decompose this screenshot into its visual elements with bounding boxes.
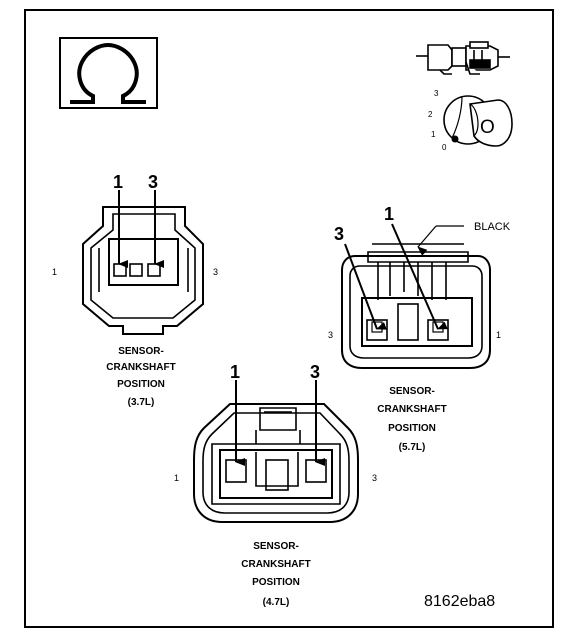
ignition-pos-3: 3 xyxy=(434,89,439,98)
ignition-pos-0: 0 xyxy=(442,143,447,152)
callout-4-7l-pin-1: 1 xyxy=(230,362,240,382)
side-label-4-7l-right: 3 xyxy=(372,473,377,483)
figure-id: 8162eba8 xyxy=(424,593,495,610)
callout-4-7l-pin-3: 3 xyxy=(310,362,320,382)
caption-3-7l-line-3: POSITION xyxy=(117,379,165,390)
ignition-key-switch-icon: 3 2 1 0 O xyxy=(428,89,513,152)
connector-3-7l: 1 3 1 3 SENSOR- CRANKSHAFT POSITION (3.7… xyxy=(52,172,218,408)
callout-5-7l-pin-1: 1 xyxy=(384,204,394,224)
caption-4-7l-line-3: POSITION xyxy=(252,577,300,588)
connector-color-label: BLACK xyxy=(474,221,511,233)
side-label-3-7l-left: 1 xyxy=(52,267,57,277)
side-label-5-7l-left: 3 xyxy=(328,330,333,340)
connector-3-7l-outer-shell xyxy=(82,206,204,335)
callout-3-7l-pin-1: 1 xyxy=(113,172,123,192)
side-label-3-7l-right: 3 xyxy=(213,267,218,277)
caption-4-7l-line-4: (4.7L) xyxy=(263,597,290,608)
ignition-pos-2: 2 xyxy=(428,110,433,119)
connector-4-7l-outer-shell xyxy=(193,403,359,523)
callout-5-7l-pin-3: 3 xyxy=(334,224,344,244)
caption-3-7l-line-1: SENSOR- xyxy=(118,346,164,357)
diagram-border xyxy=(24,9,554,628)
caption-5-7l-line-2: CRANKSHAFT xyxy=(377,404,446,415)
caption-5-7l-line-3: POSITION xyxy=(388,423,436,434)
side-label-4-7l-left: 1 xyxy=(174,473,179,483)
connector-5-7l: 3 1 BLACK 3 1 SENSOR- CRANKSHAFT POSITIO… xyxy=(328,204,511,453)
side-label-5-7l-right: 1 xyxy=(496,330,501,340)
callout-3-7l-pin-3: 3 xyxy=(148,172,158,192)
caption-4-7l-line-1: SENSOR- xyxy=(253,541,299,552)
caption-3-7l-line-2: CRANKSHAFT xyxy=(106,362,175,373)
caption-5-7l-line-4: (5.7L) xyxy=(399,442,426,453)
caption-3-7l-line-4: (3.7L) xyxy=(128,397,155,408)
connector-4-7l: 1 3 1 3 SENSOR- CRANKSHAFT POSITION (4.7… xyxy=(174,362,377,608)
connector-5-7l-outer-shell xyxy=(341,255,491,369)
ignition-pos-1: 1 xyxy=(431,130,436,139)
ignition-key-label: O xyxy=(480,117,495,138)
omega-ohm-symbol-icon xyxy=(59,37,158,109)
electrical-connector-icon xyxy=(416,41,510,75)
caption-5-7l-line-1: SENSOR- xyxy=(389,386,435,397)
caption-4-7l-line-2: CRANKSHAFT xyxy=(241,559,310,570)
